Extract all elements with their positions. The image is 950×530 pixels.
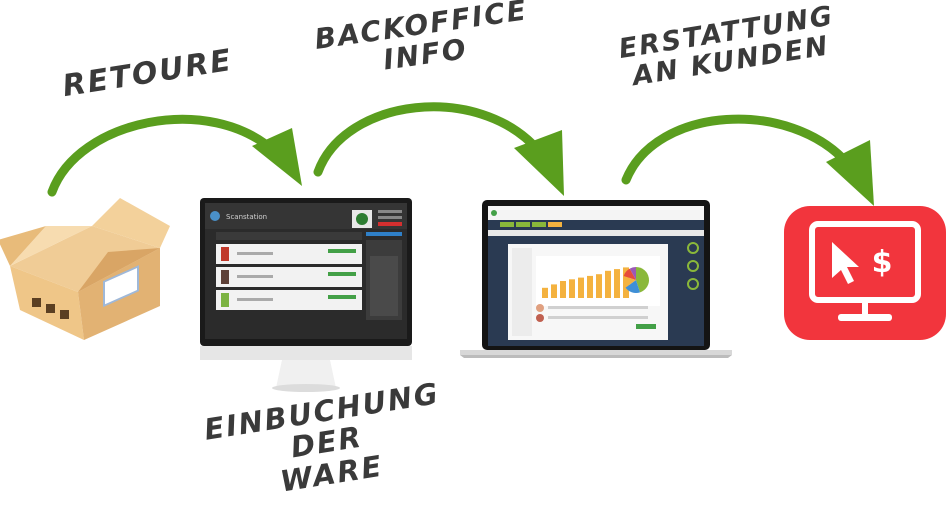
pie-slice <box>625 280 641 293</box>
chart-bar <box>605 270 611 298</box>
chart-bar <box>596 274 602 298</box>
arrow-erstattung <box>621 114 874 206</box>
pie-slice <box>636 267 650 293</box>
scanstation-monitor: Scanstation <box>200 198 412 392</box>
chart-bar <box>614 269 620 298</box>
arrow-backoffice <box>313 102 564 196</box>
chart-bar <box>578 277 584 298</box>
dollar-sign-icon: $ <box>872 245 893 280</box>
pie-chart <box>623 267 650 293</box>
cursor-icon <box>832 242 859 284</box>
arrow-retoure <box>47 114 302 197</box>
backoffice-laptop <box>460 200 732 358</box>
scanstation-title: Scanstation <box>226 213 267 221</box>
chart-bar <box>560 281 566 298</box>
chart-bar <box>569 279 575 298</box>
refund-monitor-icon: $ <box>784 206 946 340</box>
pie-slice <box>623 275 636 288</box>
chart-bar <box>587 275 593 298</box>
pie-slice <box>629 267 636 280</box>
chart-bar <box>551 284 557 298</box>
package-icon <box>0 198 170 340</box>
chart-bar <box>542 287 548 298</box>
pie-slice <box>623 268 636 280</box>
